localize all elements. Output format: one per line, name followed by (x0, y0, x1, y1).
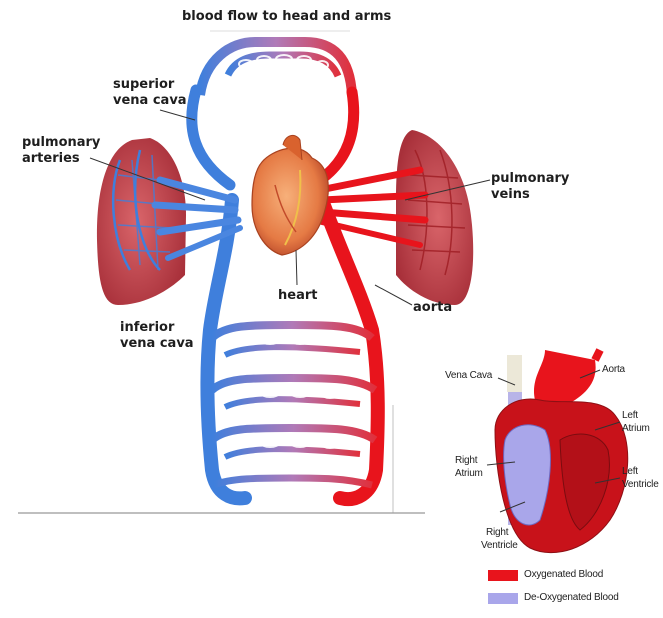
label-superior-vena-cava-line2: vena cava (113, 93, 187, 108)
left-lung (97, 138, 186, 305)
label-inferior-vena-cava-line2: vena cava (120, 336, 194, 351)
inset-label-right-ventricle-line1: Right (486, 527, 508, 539)
vena-cava-vessels (155, 90, 245, 498)
heart-illustration (252, 135, 328, 255)
inset-label-right-atrium-line1: Right (455, 455, 477, 467)
inset-heart-section (487, 350, 628, 553)
label-pulmonary-veins-line2: veins (491, 187, 530, 202)
label-pulmonary-arteries-line1: pulmonary (22, 135, 100, 150)
inset-label-left-ventricle-line1: Left (622, 466, 638, 478)
head-capillary-bed (200, 42, 352, 95)
inset-label-right-ventricle-line2: Ventricle (481, 540, 518, 552)
label-heart: heart (278, 288, 317, 303)
inset-label-aorta: Aorta (602, 364, 625, 376)
legend-label-deoxygenated: De-Oxygenated Blood (524, 592, 619, 604)
label-inferior-vena-cava-line1: inferior (120, 320, 174, 335)
inset-label-left-atrium-line1: Left (622, 410, 638, 422)
label-pulmonary-arteries-line2: arteries (22, 151, 80, 166)
label-superior-vena-cava-line1: superior (113, 77, 174, 92)
legend-swatch-deoxygenated (488, 593, 518, 604)
body-capillary-beds (212, 325, 375, 485)
inset-label-vena-cava: Vena Cava (445, 370, 492, 382)
inset-label-right-atrium-line2: Atrium (455, 468, 483, 480)
label-aorta: aorta (413, 300, 452, 315)
legend-label-oxygenated: Oxygenated Blood (524, 569, 603, 581)
diagram-title: blood flow to head and arms (182, 9, 391, 24)
inset-label-left-ventricle-line2: Ventricle (622, 479, 659, 491)
legend-swatch-oxygenated (488, 570, 518, 581)
label-pulmonary-veins-line1: pulmonary (491, 171, 569, 186)
inset-label-left-atrium-line2: Atrium (622, 423, 650, 435)
